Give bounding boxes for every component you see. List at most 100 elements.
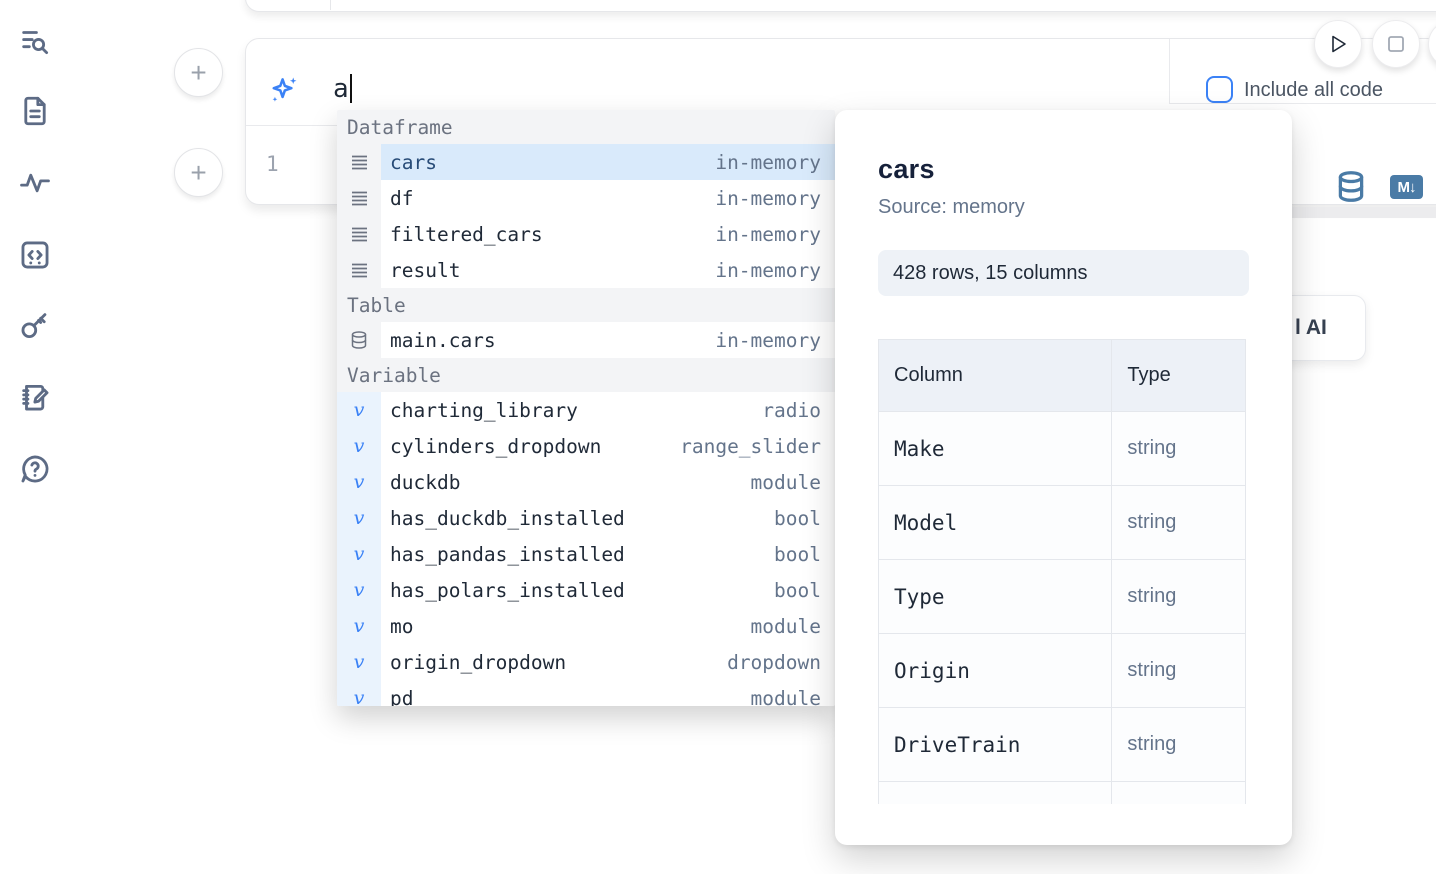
popup-shape-badge: 428 rows, 15 columns (878, 250, 1249, 296)
autocomplete-item-name: main.cars (390, 328, 496, 352)
autocomplete-item-name: df (390, 186, 414, 210)
code-snippet-icon[interactable] (18, 238, 52, 272)
schema-column-type: string (1111, 411, 1246, 486)
key-icon[interactable] (18, 309, 52, 343)
autocomplete-item-df[interactable]: df in-memory (337, 180, 835, 216)
stop-button[interactable] (1372, 20, 1420, 68)
right-panel-border (1169, 103, 1436, 104)
text-cursor (349, 74, 352, 103)
variable-icon: v (337, 680, 381, 706)
autocomplete-item-type: module (750, 686, 821, 707)
autocomplete-item-name: mo (390, 614, 414, 638)
schema-column-type: string (1111, 485, 1246, 560)
add-cell-above-button[interactable]: + (174, 48, 223, 97)
variable-icon: v (337, 644, 381, 680)
schema-column-name: DriveTrain (878, 707, 1113, 782)
dataframe-icon (337, 180, 381, 216)
ai-sparkles-icon (267, 73, 301, 107)
code-line-number: 1 (266, 152, 279, 176)
database-icon[interactable] (1336, 170, 1366, 203)
schema-column-name: Origin (878, 633, 1113, 708)
include-all-code-label: Include all code (1244, 79, 1383, 101)
scratchpad-icon[interactable] (18, 380, 52, 414)
schema-column-name: Model (878, 485, 1113, 560)
include-all-code-checkbox[interactable] (1206, 76, 1233, 103)
autocomplete-item-name: has_pandas_installed (390, 542, 625, 566)
variable-icon: v (337, 464, 381, 500)
schema-header-column: Column (878, 339, 1113, 412)
activity-icon[interactable] (18, 166, 52, 200)
autocomplete-item-name: pd (390, 686, 414, 707)
autocomplete-section-header: Variable (337, 358, 835, 392)
autocomplete-item-name: result (390, 258, 461, 282)
dataframe-detail-popup: cars Source: memory 428 rows, 15 columns… (835, 110, 1292, 845)
run-cell-button[interactable] (1314, 20, 1362, 68)
autocomplete-item-type: bool (774, 542, 821, 566)
autocomplete-item-main.cars[interactable]: main.cars in-memory (337, 322, 835, 358)
autocomplete-item-name: origin_dropdown (390, 650, 567, 674)
previous-cell-edge (245, 0, 1436, 12)
autocomplete-item-name: filtered_cars (390, 222, 543, 246)
variable-icon: v (337, 392, 381, 428)
autocomplete-item-type: in-memory (715, 328, 821, 352)
autocomplete-item-type: module (750, 614, 821, 638)
variable-icon: v (337, 428, 381, 464)
variable-icon: v (337, 536, 381, 572)
add-cell-below-button[interactable]: + (174, 148, 223, 197)
schema-column-name: Type (878, 559, 1113, 634)
previous-cell-divider (330, 0, 331, 10)
cell-output-strip (1169, 207, 1436, 218)
autocomplete-item-name: has_polars_installed (390, 578, 625, 602)
variable-icon: v (337, 608, 381, 644)
schema-row-clipped (878, 781, 1246, 804)
schema-column-type: string (1111, 559, 1246, 634)
autocomplete-item-type: radio (762, 398, 821, 422)
autocomplete-item-result[interactable]: result in-memory (337, 252, 835, 288)
schema-column-type: string (1111, 633, 1246, 708)
table-database-icon (337, 322, 381, 358)
autocomplete-item-type: in-memory (715, 258, 821, 282)
variable-icon: v (337, 572, 381, 608)
autocomplete-item-type: range_slider (680, 434, 821, 458)
schema-column-type: string (1111, 707, 1246, 782)
autocomplete-item-type: in-memory (715, 222, 821, 246)
autocomplete-item-filtered_cars[interactable]: filtered_cars in-memory (337, 216, 835, 252)
dataframe-icon (337, 252, 381, 288)
dataframe-icon (337, 216, 381, 252)
autocomplete-section-header: Table (337, 288, 835, 322)
autocomplete-item-type: module (750, 470, 821, 494)
autocomplete-item-charting_library[interactable]: v charting_library radio (337, 392, 835, 428)
ai-prompt-input[interactable]: a (333, 74, 352, 104)
autocomplete-section-header: Dataframe (337, 110, 835, 144)
popup-source: Source: memory (878, 196, 1025, 218)
file-document-icon[interactable] (18, 94, 52, 128)
autocomplete-item-type: in-memory (715, 186, 821, 210)
markdown-export-icon[interactable]: M↓ (1390, 175, 1423, 199)
popup-title: cars (878, 154, 935, 184)
dataframe-icon (337, 144, 381, 180)
autocomplete-item-has_pandas_installed[interactable]: v has_pandas_installed bool (337, 536, 835, 572)
cell-vertical-divider (1169, 39, 1170, 103)
autocomplete-item-type: in-memory (715, 150, 821, 174)
toc-search-icon[interactable] (18, 24, 52, 58)
autocomplete-item-name: charting_library (390, 398, 578, 422)
schema-header-type: Type (1111, 339, 1246, 412)
variable-icon: v (337, 500, 381, 536)
help-icon[interactable] (18, 452, 52, 486)
